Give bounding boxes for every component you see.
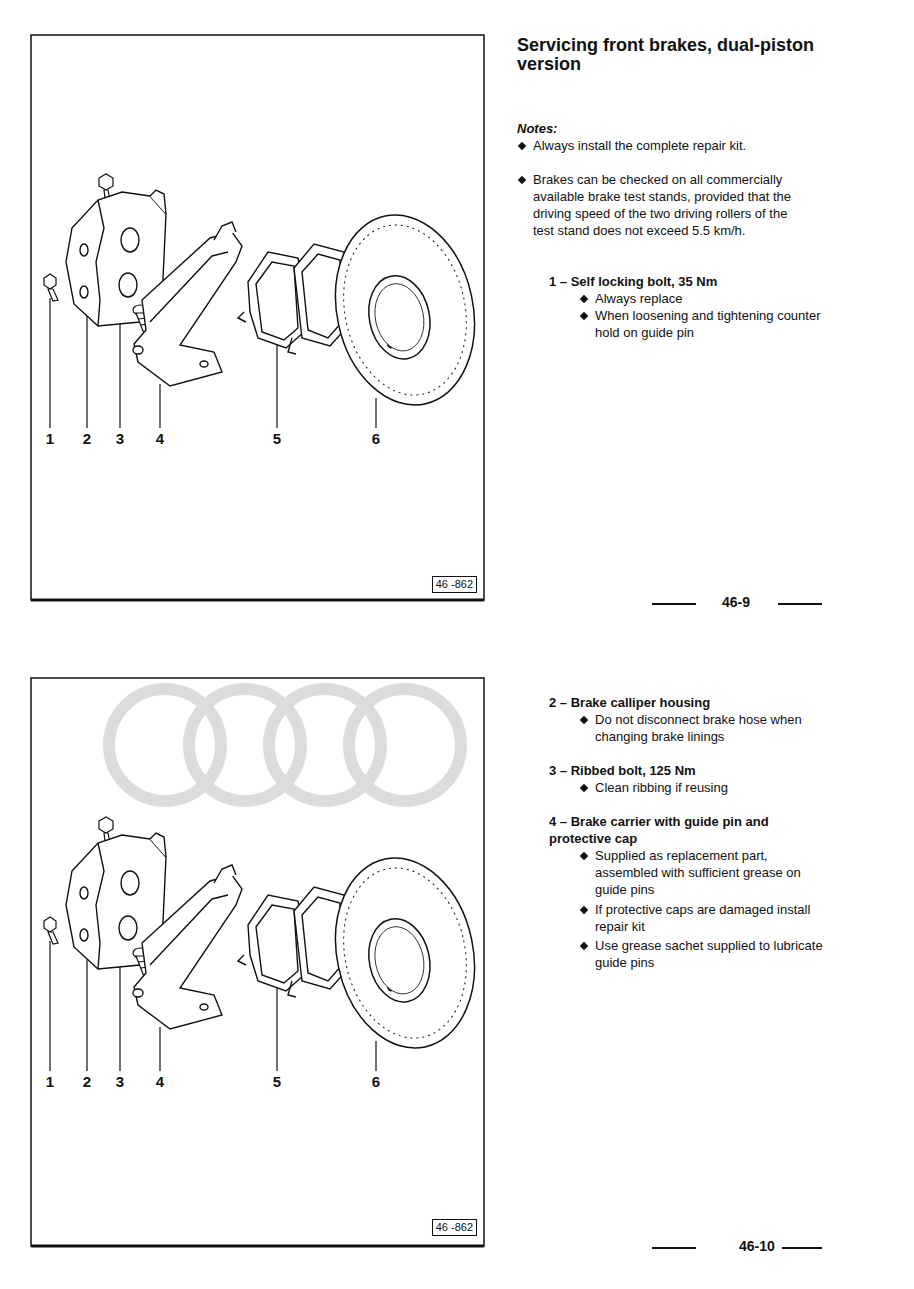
brake-exploded-view [44, 174, 491, 428]
note-text: Brakes can be checked on all commerciall… [533, 171, 808, 239]
page-number: 46-10 [739, 1238, 775, 1255]
page-title: Servicing front brakes, dual-piston vers… [517, 36, 847, 74]
note-text: Clean ribbing if reusing [595, 779, 825, 796]
bullet [518, 176, 526, 184]
watermark-rings [109, 689, 461, 801]
callout-number: 3 [116, 430, 124, 447]
note-text: Always replace [595, 290, 835, 307]
bullet [580, 312, 588, 320]
note-text: Use grease sachet supplied to lubricate … [595, 937, 825, 971]
bullet [580, 906, 588, 914]
callout-number: 6 [372, 1073, 380, 1090]
note-text: Supplied as replacement part, assembled … [595, 847, 825, 898]
note-text: When loosening and tightening counter ho… [595, 307, 825, 341]
brake-exploded-view [44, 817, 491, 1071]
callout-number: 4 [156, 430, 164, 447]
bullet [518, 142, 526, 150]
bullet [580, 852, 588, 860]
note-text: If protective caps are damaged install r… [595, 901, 825, 935]
note-text: Do not disconnect brake hose when changi… [595, 711, 825, 745]
figure-number-box: 46 -862 [432, 1219, 477, 1236]
callout-number: 5 [273, 1073, 281, 1090]
callout-number: 4 [156, 1073, 164, 1090]
callout-number: 6 [372, 430, 380, 447]
bullet [580, 716, 588, 724]
callout-number: 5 [273, 430, 281, 447]
part-heading: 3 – Ribbed bolt, 125 Nm [549, 762, 839, 779]
part-heading: 1 – Self locking bolt, 35 Nm [549, 273, 839, 290]
notes-heading: Notes: [517, 120, 717, 137]
figure-number-box: 46 -862 [432, 576, 477, 593]
note-text: Always install the complete repair kit. [533, 137, 808, 154]
callout-number: 2 [83, 1073, 91, 1090]
callout-number: 2 [83, 430, 91, 447]
bullet [580, 784, 588, 792]
figure-number: 46 -862 [436, 578, 473, 591]
figure-number: 46 -862 [436, 1221, 473, 1234]
callout-number: 3 [116, 1073, 124, 1090]
part-heading: 2 – Brake calliper housing [549, 694, 839, 711]
callout-number: 1 [46, 430, 54, 447]
part-heading: 4 – Brake carrier with guide pin and pro… [549, 813, 804, 847]
page-number: 46-9 [722, 594, 750, 611]
bullet [580, 942, 588, 950]
bullet [580, 295, 588, 303]
callout-number: 1 [46, 1073, 54, 1090]
